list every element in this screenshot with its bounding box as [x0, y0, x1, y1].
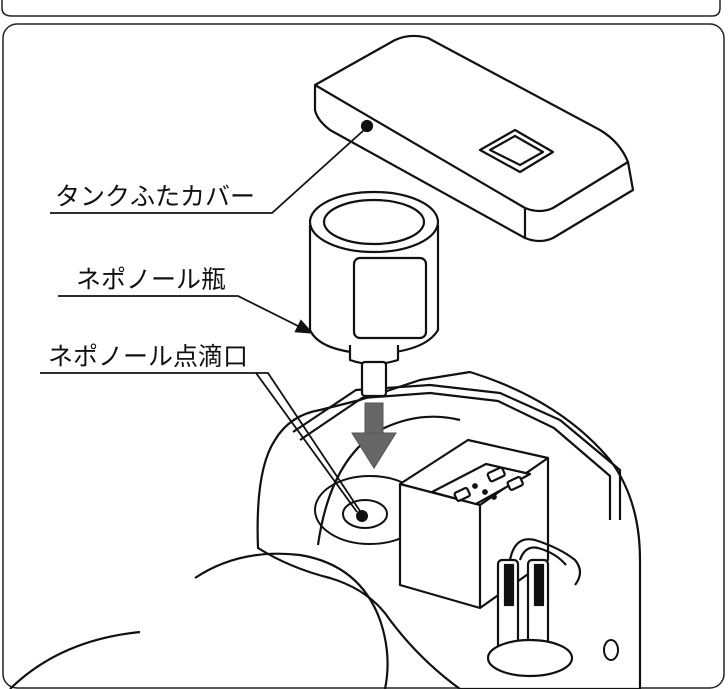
label-neponol-bottle: ネポノール瓶: [76, 265, 226, 294]
label-neponol-drip-port: ネポノール点滴口: [48, 342, 248, 371]
tank-lid-cover-drawing: [313, 34, 635, 243]
side-knob: [603, 639, 619, 661]
tubing: [486, 538, 582, 678]
base-left-lower-curve: [9, 630, 141, 689]
leader-lines: [40, 129, 365, 515]
main-panel-border: [2, 23, 725, 689]
neponol-bottle-drawing: [308, 190, 440, 398]
insert-arrow: [351, 402, 397, 469]
leader-bottle: [58, 295, 314, 334]
base-left-curve: [194, 552, 389, 689]
leader-lid: [50, 129, 365, 214]
top-panel-edge: [1, 0, 721, 17]
label-tank-lid-cover: タンクふたカバー: [55, 182, 255, 211]
